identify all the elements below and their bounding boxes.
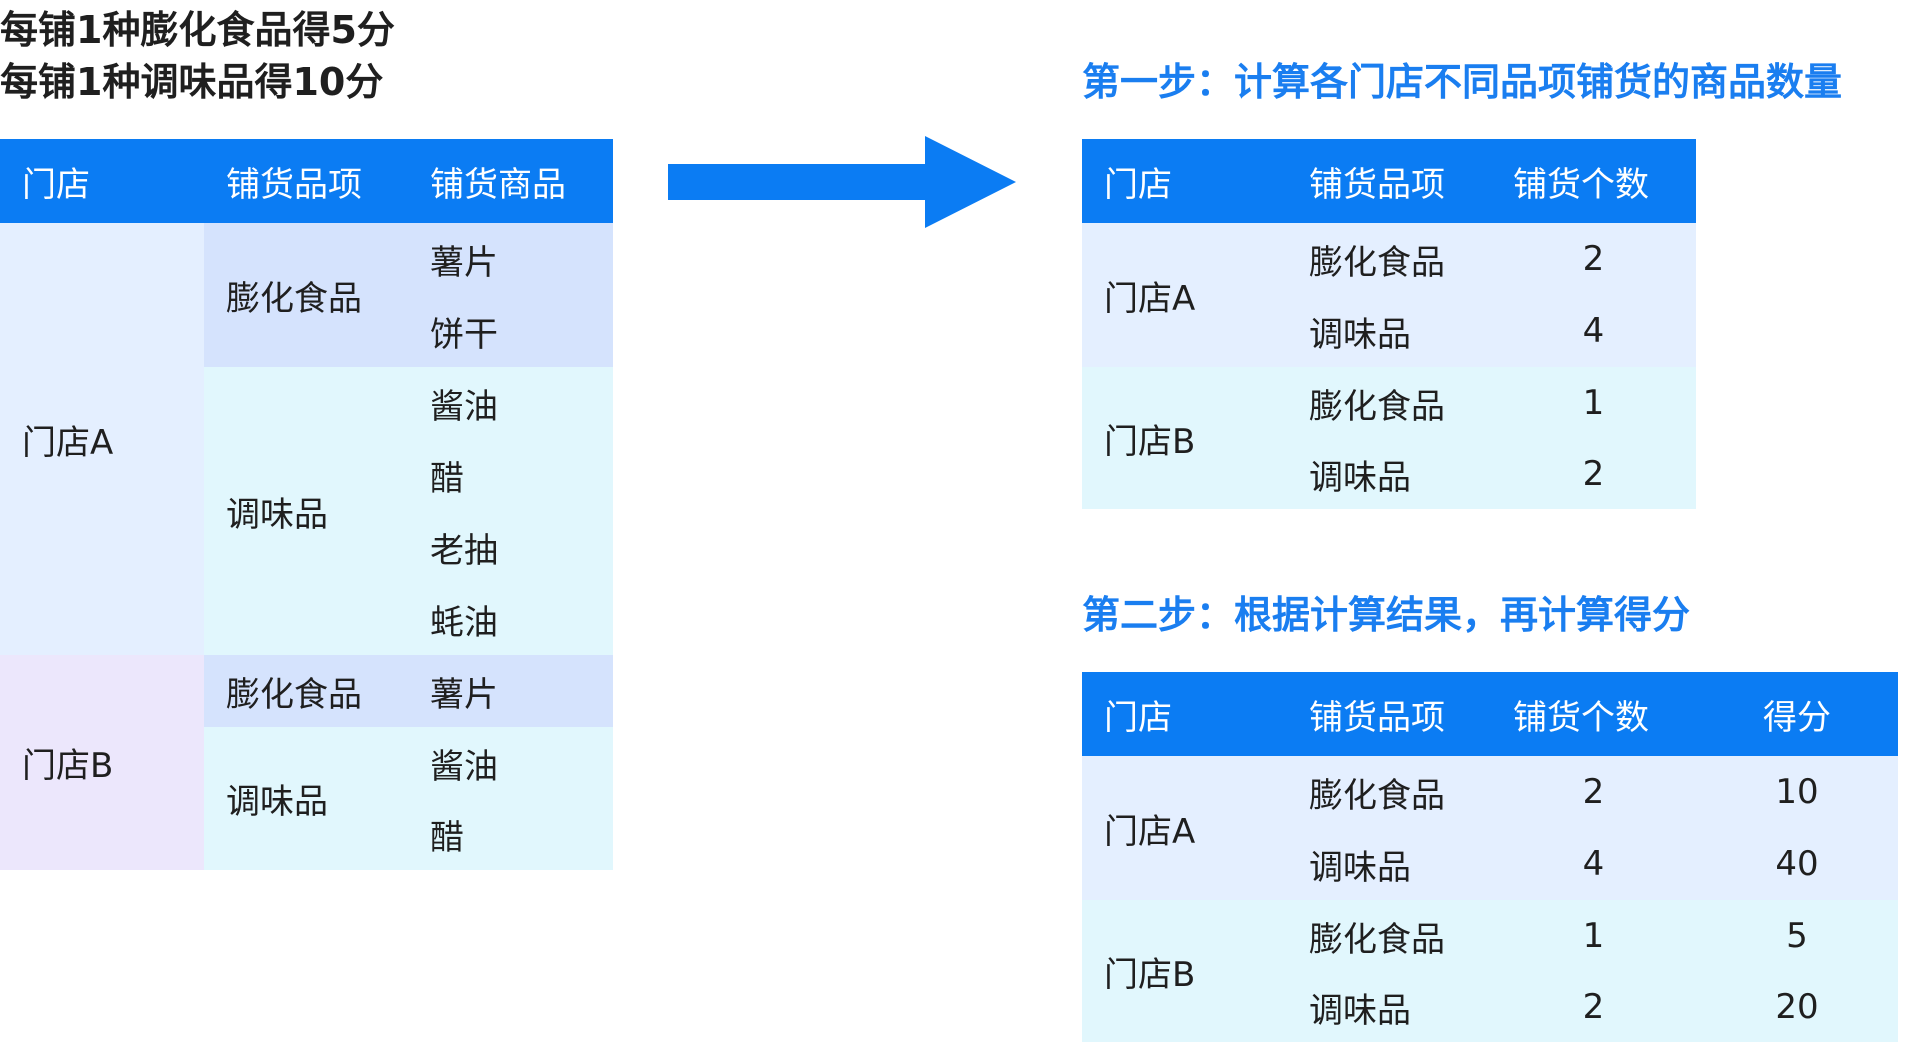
- header-category: 铺货品项: [1287, 672, 1491, 756]
- step2-table: 门店 铺货品项 铺货个数 得分 门店A 膨化食品 2 10 调味品 4 40 门…: [1082, 672, 1898, 1042]
- category-cell: 膨化食品: [1287, 367, 1491, 439]
- count-cell: 2: [1491, 756, 1696, 828]
- header-store: 门店: [1082, 139, 1287, 223]
- step1-table: 门店 铺货品项 铺货个数 门店A 膨化食品 2 调味品 4 门店B 膨化食品 1…: [1082, 139, 1696, 509]
- header-store: 门店: [0, 139, 204, 223]
- item-cell: 酱油: [408, 727, 613, 799]
- score-cell: 10: [1696, 756, 1898, 828]
- item-cell: 老抽: [408, 511, 613, 583]
- count-cell: 4: [1491, 828, 1696, 900]
- category-cell: 膨化食品: [204, 655, 408, 727]
- store-cell-a: 门店A: [0, 223, 204, 655]
- count-cell: 1: [1491, 900, 1696, 972]
- header-count: 铺货个数: [1491, 139, 1696, 223]
- source-table: 门店 铺货品项 铺货商品 门店A 膨化食品 薯片 饼干 调味品 酱油 醋 老抽 …: [0, 139, 613, 870]
- item-cell: 醋: [408, 799, 613, 870]
- header-count: 铺货个数: [1491, 672, 1696, 756]
- score-cell: 40: [1696, 828, 1898, 900]
- category-cell: 膨化食品: [204, 223, 408, 367]
- right-arrow-icon: [668, 136, 1016, 228]
- header-score: 得分: [1696, 672, 1898, 756]
- item-cell: 酱油: [408, 367, 613, 439]
- category-cell: 膨化食品: [1287, 223, 1491, 295]
- item-cell: 薯片: [408, 223, 613, 295]
- store-cell-b: 门店B: [0, 655, 204, 870]
- score-cell: 20: [1696, 972, 1898, 1042]
- item-cell: 醋: [408, 439, 613, 511]
- count-cell: 2: [1491, 439, 1696, 509]
- category-cell: 调味品: [1287, 295, 1491, 367]
- step2-title: 第二步：根据计算结果，再计算得分: [1082, 593, 1691, 637]
- header-item: 铺货商品: [408, 139, 613, 223]
- count-cell: 2: [1491, 972, 1696, 1042]
- category-cell: 调味品: [1287, 828, 1491, 900]
- category-cell: 调味品: [204, 727, 408, 870]
- category-cell: 膨化食品: [1287, 756, 1491, 828]
- count-cell: 4: [1491, 295, 1696, 367]
- count-cell: 2: [1491, 223, 1696, 295]
- header-store: 门店: [1082, 672, 1287, 756]
- store-cell-a: 门店A: [1082, 223, 1287, 367]
- category-cell: 调味品: [204, 367, 408, 655]
- store-cell-b: 门店B: [1082, 900, 1287, 1042]
- category-cell: 膨化食品: [1287, 900, 1491, 972]
- header-category: 铺货品项: [204, 139, 408, 223]
- category-cell: 调味品: [1287, 439, 1491, 509]
- store-cell-b: 门店B: [1082, 367, 1287, 509]
- item-cell: 薯片: [408, 655, 613, 727]
- store-cell-a: 门店A: [1082, 756, 1287, 900]
- header-category: 铺货品项: [1287, 139, 1491, 223]
- score-cell: 5: [1696, 900, 1898, 972]
- category-cell: 调味品: [1287, 972, 1491, 1042]
- step1-title: 第一步：计算各门店不同品项铺货的商品数量: [1082, 60, 1843, 104]
- rule-seasoning-score: 每铺1种调味品得10分: [0, 60, 384, 104]
- item-cell: 蚝油: [408, 583, 613, 655]
- rule-puffed-score: 每铺1种膨化食品得5分: [0, 8, 395, 52]
- item-cell: 饼干: [408, 295, 613, 367]
- count-cell: 1: [1491, 367, 1696, 439]
